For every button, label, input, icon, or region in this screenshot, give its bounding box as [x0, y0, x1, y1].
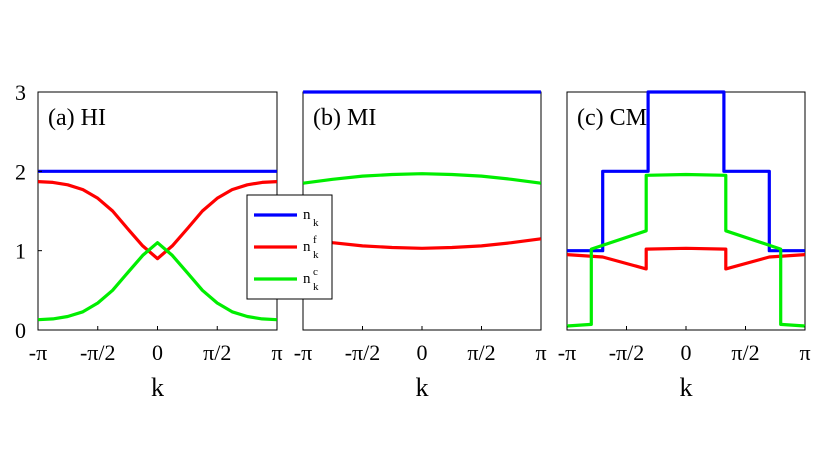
legend-label-sub: k [313, 249, 319, 261]
y-tick-label: 3 [15, 80, 26, 105]
panel-b: -π -π/2 0 π/2 π (b) MI k [294, 90, 547, 402]
series-line-nc [566, 172, 806, 328]
x-tick-label: -π [29, 340, 47, 365]
panels: -π -π/2 0 π/2 π 0 1 2 3 (a) HI k -π -π/2 0 π/2 π (b) MI k… [15, 80, 811, 402]
y-tick-label: 1 [15, 239, 26, 264]
series-line-nc [38, 241, 277, 322]
legend-label-sup: c [313, 266, 318, 278]
x-tick-label: π [271, 340, 282, 365]
legend-label-sup: f [313, 234, 317, 246]
x-tick-label: 0 [152, 340, 163, 365]
x-tick-label: π/2 [203, 340, 231, 365]
x-tick-label: π/2 [731, 340, 759, 365]
legend-label: n [303, 207, 311, 223]
x-tick-label: π [799, 340, 810, 365]
x-tick-label: π [535, 340, 546, 365]
panel-a: -π -π/2 0 π/2 π 0 1 2 3 (a) HI k [15, 80, 283, 402]
x-tick-label: -π [294, 340, 312, 365]
y-tick-label: 2 [15, 159, 26, 184]
y-tick-label: 0 [15, 318, 26, 343]
x-tick-label: -π [558, 340, 576, 365]
x-tick-label: -π/2 [345, 340, 381, 365]
x-axis-label: k [680, 373, 693, 402]
panel-title: (b) MI [313, 105, 376, 131]
legend-label: n [303, 239, 311, 255]
x-tick-label: π/2 [467, 340, 495, 365]
series-line-nc [302, 172, 542, 185]
x-tick-label: -π/2 [80, 340, 116, 365]
series-line-n [567, 90, 805, 253]
x-tick-label: 0 [417, 340, 428, 365]
legend-label-sub: k [313, 281, 319, 293]
panel-title: (a) HI [48, 105, 106, 131]
x-tick-label: -π/2 [609, 340, 645, 365]
legend-label-sub: k [313, 217, 319, 229]
legend-label: n [303, 271, 311, 287]
x-axis-label: k [416, 373, 429, 402]
x-axis-label: k [151, 373, 164, 402]
series-line-nf [38, 180, 277, 261]
panel-c: -π -π/2 0 π/2 π (c) CM k [558, 90, 811, 402]
series-line-nf [302, 237, 542, 250]
x-tick-label: 0 [681, 340, 692, 365]
series-line-nf [566, 246, 806, 271]
panel-title: (c) CM [577, 105, 647, 131]
